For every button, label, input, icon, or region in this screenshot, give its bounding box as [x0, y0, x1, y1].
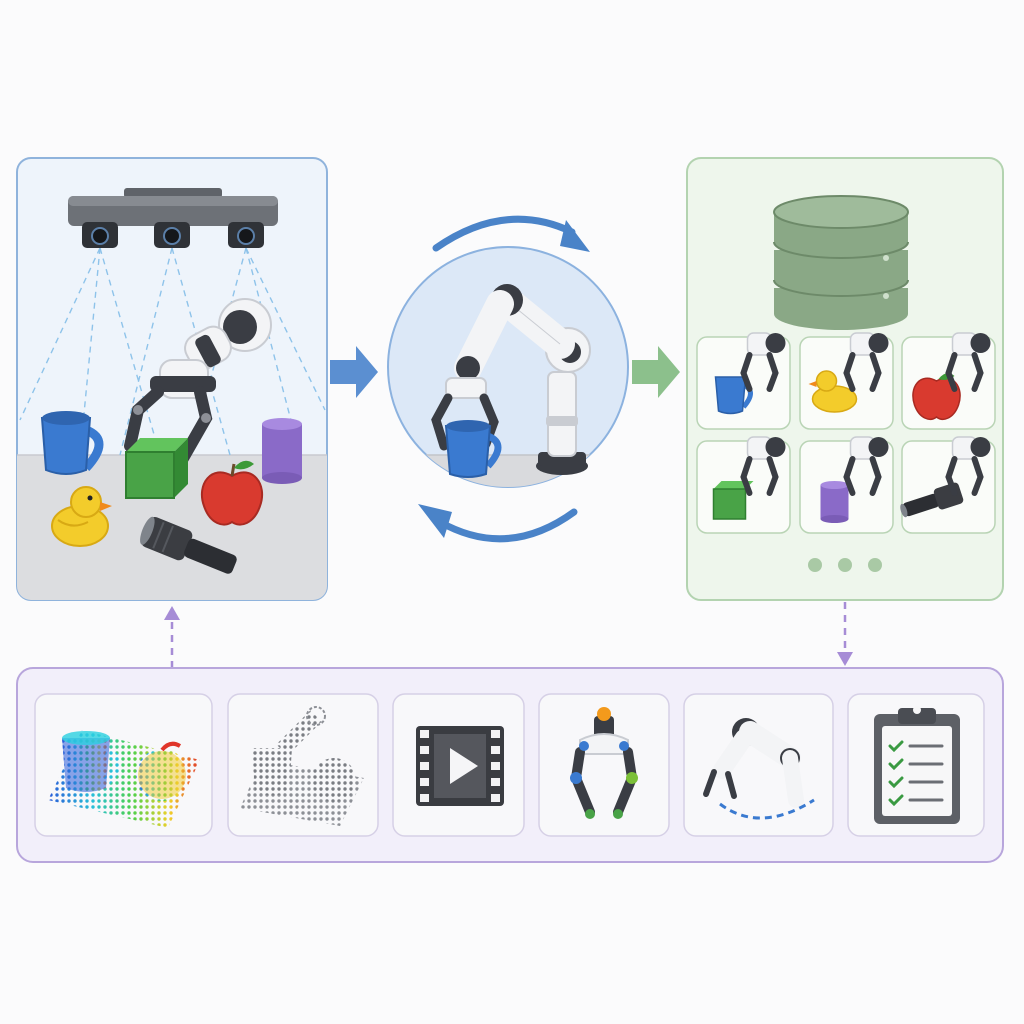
flashlight-icon	[140, 516, 237, 574]
gripper-keypoints-icon	[538, 693, 670, 837]
point-cloud-gray-icon	[227, 693, 379, 837]
feedback-arrow-from-data	[837, 602, 853, 666]
flow-arrow-scene-to-loop	[330, 346, 378, 398]
more-dots	[808, 558, 882, 572]
capture-scene-panel	[16, 157, 328, 601]
camera-icon	[154, 222, 190, 248]
feedback-arrow-to-scene	[164, 606, 180, 668]
robot-gripper-icon	[740, 332, 786, 392]
grasp-tiles	[696, 332, 996, 534]
modalities-panel	[16, 667, 1004, 863]
camera-icon	[228, 222, 264, 248]
camera-icon	[82, 222, 118, 248]
mug-icon	[40, 411, 104, 475]
robot-gripper-icon	[740, 436, 786, 496]
cylinder-icon	[262, 418, 302, 484]
robot-gripper-icon	[843, 436, 889, 496]
duck-icon	[51, 486, 112, 547]
mug-icon	[444, 420, 502, 478]
camera-rig	[68, 188, 278, 248]
database-icon	[773, 195, 909, 330]
flow-arrow-loop-to-data	[632, 346, 680, 398]
grasp-tile	[696, 436, 791, 534]
loop-arrow-top	[432, 215, 576, 252]
loop-arrow-top-head	[560, 220, 590, 252]
point-cloud-color-icon	[34, 693, 213, 837]
robot-gripper-icon	[843, 332, 889, 392]
loop-arrow-bottom-head	[418, 504, 452, 538]
apple-icon	[201, 460, 263, 526]
robot-arm-icon	[431, 284, 591, 475]
interaction-loop	[387, 215, 629, 543]
duck-icon	[808, 370, 858, 413]
trajectory-icon	[683, 693, 834, 837]
video-icon	[392, 693, 525, 837]
robot-gripper-icon	[945, 436, 991, 496]
grasp-tile	[799, 436, 894, 534]
clipboard-checklist-icon	[847, 693, 985, 837]
robot-arm-icon	[124, 298, 272, 466]
cube-icon	[125, 438, 188, 499]
loop-arrow-bottom	[436, 508, 578, 543]
grasp-tile	[900, 436, 996, 534]
grasp-tile	[799, 332, 894, 430]
grasp-tile	[696, 332, 791, 430]
cylinder-icon	[820, 481, 849, 523]
grasp-dataset-panel	[686, 157, 1004, 601]
robot-gripper-icon	[945, 332, 991, 392]
cube-icon	[712, 481, 754, 520]
grasp-tile	[901, 332, 996, 430]
